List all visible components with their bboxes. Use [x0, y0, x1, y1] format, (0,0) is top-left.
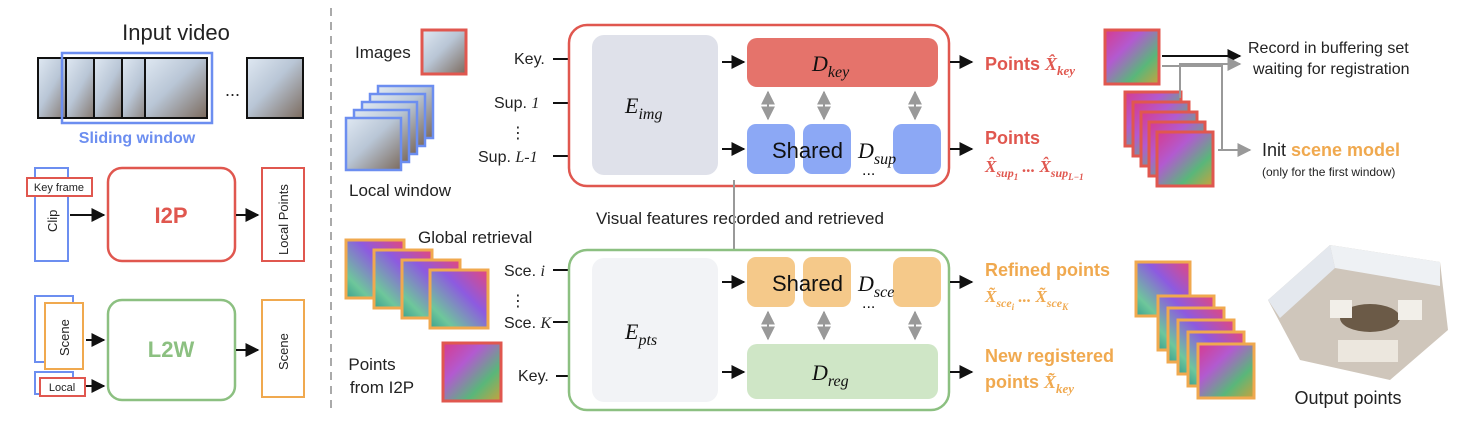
d-reg-block [747, 344, 938, 399]
local-window-stack [344, 84, 435, 172]
points-from-i2p-image [441, 341, 503, 403]
scene-out-label: Scene [276, 333, 291, 370]
vdots-top: ⋮ [510, 125, 526, 142]
refined-points-label: Refined points [985, 260, 1110, 280]
key-frame-label: Key frame [34, 182, 84, 194]
shared-d-sup-blocks [747, 124, 941, 174]
clip-label: Clip [45, 210, 60, 232]
visual-features-label: Visual features recorded and retrieved [596, 209, 884, 228]
output-point-cloud [1268, 245, 1448, 380]
e-img-label: Eimg [624, 93, 662, 123]
points-sup-formula: X̂sup1 ... X̂supL−1 [984, 157, 1084, 182]
e-pts-block [592, 258, 718, 402]
key-input-bottom: Key. [518, 368, 549, 385]
d-sup-label: Dsup [857, 138, 896, 168]
bottom-gray-links [761, 310, 922, 341]
bottom-output-stack [1134, 260, 1256, 400]
refined-formula: X̃scei ... X̃sceK [984, 287, 1069, 312]
i2p-row: Clip Key frame I2P Local Points [26, 166, 305, 263]
first-window-note: (only for the first window) [1262, 165, 1395, 179]
d-key-label: Dkey [811, 51, 850, 81]
d-reg-label: Dreg [811, 360, 849, 390]
key-image [420, 28, 468, 76]
sup-dots: ... [862, 162, 875, 179]
local-points-label: Local Points [276, 184, 291, 255]
points-from-line1: Points [348, 355, 395, 374]
i2p-title: I2P [154, 203, 187, 228]
shared-sup-label: Shared [772, 138, 843, 163]
new-registered-line2: points X̃key [985, 372, 1074, 396]
scene-label-left: Scene [57, 319, 72, 356]
local-window-label: Local window [349, 181, 452, 200]
record-line1: Record in buffering set [1248, 40, 1409, 57]
l2w-title: L2W [148, 337, 195, 362]
global-retrieval-stack [344, 238, 490, 330]
e-pts-label: Epts [624, 319, 657, 349]
points-key-label: Points X̂key [985, 54, 1075, 78]
top-gray-links [761, 90, 922, 121]
points-from-line2: from I2P [350, 378, 414, 397]
d-sce-label: Dsce [857, 271, 894, 301]
sup1-input: Sup. 1 [494, 95, 539, 112]
sce-k-input: Sce. K [504, 315, 552, 332]
new-registered-line1: New registered [985, 346, 1114, 366]
local-label-left: Local [49, 382, 75, 394]
key-input-top: Key. [514, 51, 545, 68]
top-output-stack [1103, 28, 1215, 188]
sliding-window-label: Sliding window [79, 130, 196, 147]
shared-sce-label: Shared [772, 271, 843, 296]
sce-dots: ... [862, 295, 875, 312]
images-label: Images [355, 43, 411, 62]
record-line2: waiting for registration [1252, 61, 1410, 78]
video-frames: ... [37, 51, 304, 125]
vdots-bottom: ⋮ [510, 293, 526, 310]
sce-i-input: Sce. i [504, 263, 545, 280]
points-sup-label: Points [985, 128, 1040, 148]
d-key-block [747, 38, 938, 87]
l2w-row: Scene Local L2W Scene [34, 295, 305, 402]
shared-d-sce-blocks [747, 257, 941, 307]
output-points-label: Output points [1294, 388, 1401, 408]
init-scene-label: Init scene model [1262, 140, 1400, 160]
frames-ellipsis: ... [225, 80, 240, 100]
supL-input: Sup. L-1 [478, 149, 538, 166]
global-retrieval-label: Global retrieval [418, 228, 532, 247]
e-img-block [592, 35, 718, 175]
input-video-title: Input video [122, 20, 230, 45]
